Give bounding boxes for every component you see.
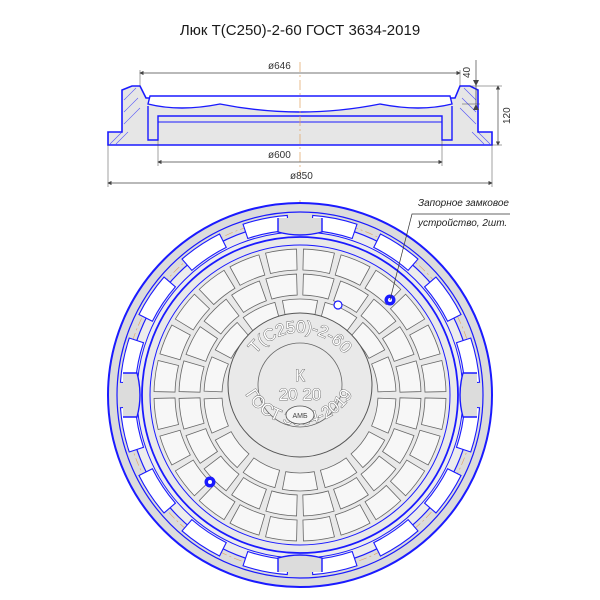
rib-cell [420, 360, 447, 393]
cover-ribs [153, 248, 447, 542]
rib-cell [229, 504, 266, 536]
dim-120: 120 [502, 107, 513, 124]
frame-slot [373, 518, 419, 557]
rib-cell [153, 397, 180, 430]
frame-slot [138, 468, 177, 514]
rib-cell [265, 490, 298, 517]
frame-slot [181, 233, 227, 272]
logo-text: АМБ [292, 413, 308, 420]
marking-year: 20 20 [279, 385, 322, 404]
rib-cell [389, 293, 426, 331]
frame-slot [373, 233, 419, 272]
rib-cell [178, 397, 205, 430]
rib-cell [214, 321, 250, 359]
lift-hole [333, 300, 343, 310]
rib-cell [409, 429, 441, 466]
rib-cell [159, 429, 191, 466]
rib-cell [242, 457, 281, 489]
rib-cell [360, 455, 397, 492]
rib-cell [178, 360, 205, 393]
rib-cell [203, 397, 229, 434]
rib-cell [381, 326, 415, 362]
rib-cell [265, 273, 298, 300]
rib-cell [389, 459, 426, 497]
drawing-title: Люк Т(С250)-2-60 ГОСТ 3634-2019 [179, 22, 421, 39]
rib-cell [334, 504, 371, 536]
rib-cell [371, 397, 397, 434]
lock-note-line1: Запорное замковое [418, 198, 509, 209]
dim-850: ø850 [290, 171, 313, 182]
frame-lug-left [123, 372, 141, 418]
rib-cell [334, 254, 371, 286]
rib-cell [231, 476, 267, 510]
rib-cell [265, 515, 298, 542]
rib-cell [203, 455, 240, 492]
marking-letter: К [295, 366, 305, 385]
rib-cell [360, 298, 397, 335]
frame-slot [138, 276, 177, 322]
frame-slot [181, 518, 227, 557]
rib-cell [153, 360, 180, 393]
frame-lug-bottom [277, 554, 323, 572]
frame-lug-top [277, 218, 323, 236]
frame-slot [423, 276, 462, 322]
rib-cell [350, 431, 386, 469]
rib-cell [203, 356, 229, 393]
rib-cell [203, 298, 240, 335]
plan-view: Т(С250)-2-60 К 20 20 ГОСТ 3634-2019 АМБ … [107, 198, 510, 590]
rib-cell [231, 280, 267, 314]
rib-cell [371, 356, 397, 393]
lock-note-line2: устройство, 2шт. [417, 218, 507, 229]
rib-cell [229, 254, 266, 286]
rib-cell [185, 326, 219, 362]
rib-cell [214, 431, 250, 469]
rib-cell [265, 248, 298, 275]
frame-slots [119, 214, 481, 576]
rib-cell [395, 397, 422, 430]
rib-cell [198, 269, 236, 306]
rib-cell [159, 324, 191, 361]
rib-cell [420, 397, 447, 430]
rib-cell [302, 515, 335, 542]
rib-cell [409, 324, 441, 361]
rib-cell [185, 428, 219, 464]
rib-cell [364, 484, 402, 521]
dim-40: 40 [462, 66, 473, 78]
dim-600: ø600 [268, 150, 291, 161]
rib-cell [281, 471, 319, 492]
rib-cell [302, 490, 335, 517]
cover-center-disk [227, 312, 373, 458]
frame-lug-right [459, 372, 477, 418]
rib-cell [333, 476, 369, 510]
section-view: ø646 ø600 ø850 40 120 [107, 60, 513, 187]
rib-cell [395, 360, 422, 393]
rib-cell [381, 428, 415, 464]
logo-emblem [285, 405, 315, 425]
rib-cell [302, 248, 335, 275]
rib-cell [319, 457, 358, 489]
rib-cell [174, 293, 211, 331]
dim-646: ø646 [268, 61, 291, 72]
frame-slot [423, 468, 462, 514]
rib-cell [302, 273, 335, 300]
